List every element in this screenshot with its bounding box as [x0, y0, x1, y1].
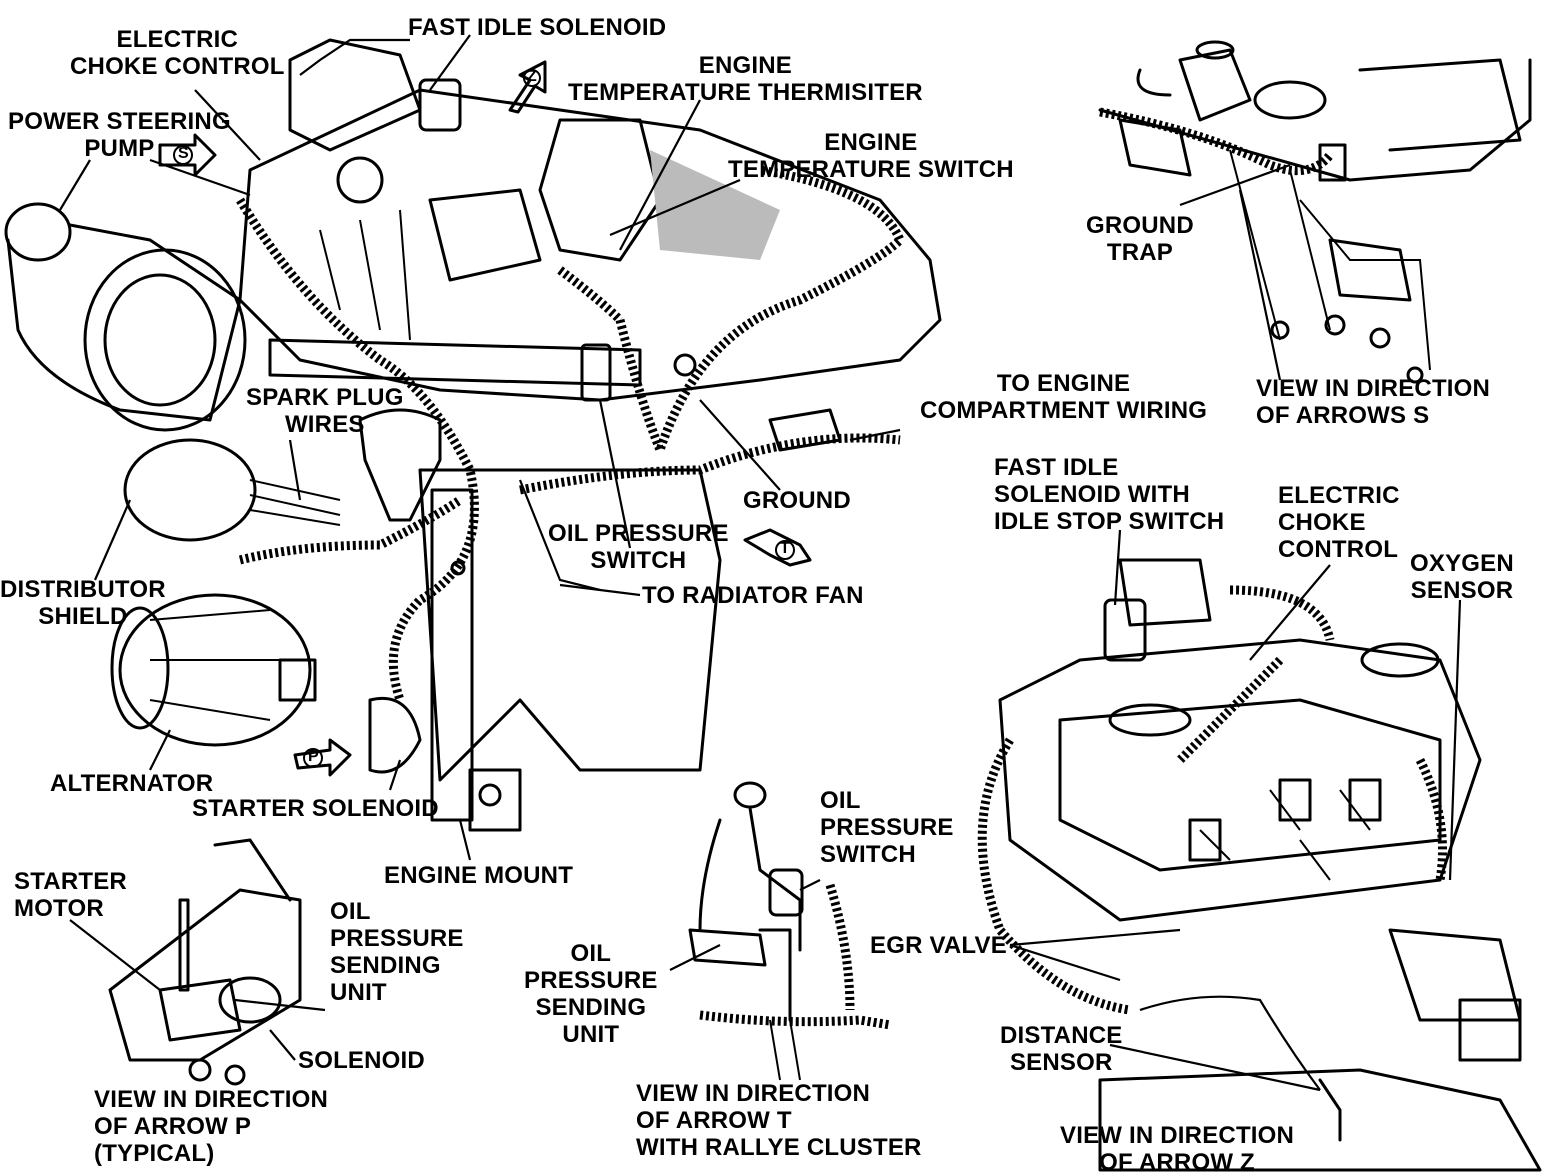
label-distance-sensor: DISTANCE SENSOR: [1000, 1022, 1123, 1076]
label-ground: GROUND: [743, 487, 851, 514]
label-engine-mount: ENGINE MOUNT: [384, 862, 574, 889]
label-starter-motor: STARTER MOTOR: [14, 868, 127, 922]
label-view-arrow-p: VIEW IN DIRECTION OF ARROW P (TYPICAL): [94, 1086, 329, 1167]
label-engine-temperature-thermisiter: ENGINE TEMPERATURE THERMISITER: [568, 52, 923, 106]
label-view-arrows-s: VIEW IN DIRECTION OF ARROWS S: [1256, 375, 1491, 429]
label-power-steering-pump: POWER STEERING PUMP: [8, 108, 231, 162]
label-solenoid: SOLENOID: [298, 1047, 425, 1074]
direction-arrow-icon: [158, 60, 812, 777]
label-distributor-shield: DISTRIBUTOR SHIELD: [0, 576, 166, 630]
view-z-drawing: [977, 558, 1542, 1172]
leader-lines: [59, 34, 1462, 1092]
label-alternator: ALTERNATOR: [50, 770, 214, 797]
label-view-arrow-t: VIEW IN DIRECTION OF ARROW T WITH RALLYE…: [636, 1080, 922, 1161]
label-view-arrow-z: VIEW IN DIRECTION OF ARROW Z: [1060, 1122, 1295, 1174]
label-engine-temperature-switch: ENGINE TEMPERATURE SWITCH: [728, 129, 1014, 183]
arrow-z-tag: Z: [527, 68, 537, 85]
arrow-p-tag: P: [308, 748, 319, 765]
label-fast-idle-solenoid-with-idle-stop-switch: FAST IDLE SOLENOID WITH IDLE STOP SWITCH: [994, 454, 1225, 535]
label-oil-pressure-switch-t: OIL PRESSURE SWITCH: [820, 787, 954, 868]
label-electric-choke-control: ELECTRIC CHOKE CONTROL: [70, 26, 285, 80]
label-electric-choke-control-z: ELECTRIC CHOKE CONTROL: [1278, 482, 1400, 563]
label-oil-pressure-sending-unit-p: OIL PRESSURE SENDING UNIT: [330, 898, 464, 1006]
main-engine-drawing: [4, 38, 942, 832]
view-t-drawing: [688, 781, 891, 1081]
label-to-engine-compartment-wiring: TO ENGINE COMPARTMENT WIRING: [920, 370, 1208, 424]
label-spark-plug-wires: SPARK PLUG WIRES: [246, 384, 404, 438]
label-fast-idle-solenoid: FAST IDLE SOLENOID: [408, 14, 667, 41]
label-egr-valve: EGR VALVE: [870, 932, 1007, 959]
label-starter-solenoid: STARTER SOLENOID: [192, 795, 439, 822]
label-to-radiator-fan: TO RADIATOR FAN: [642, 582, 864, 609]
arrow-s-tag: S: [178, 145, 189, 162]
label-oil-pressure-switch: OIL PRESSURE SWITCH: [548, 520, 729, 574]
label-ground-trap: GROUND TRAP: [1086, 212, 1194, 266]
label-oxygen-sensor: OXYGEN SENSOR: [1410, 550, 1514, 604]
view-p-drawing: [108, 838, 302, 1086]
label-oil-pressure-sending-unit-t: OIL PRESSURE SENDING UNIT: [524, 940, 658, 1048]
arrow-t-tag: T: [780, 540, 790, 557]
view-s-drawing: [1098, 40, 1532, 384]
